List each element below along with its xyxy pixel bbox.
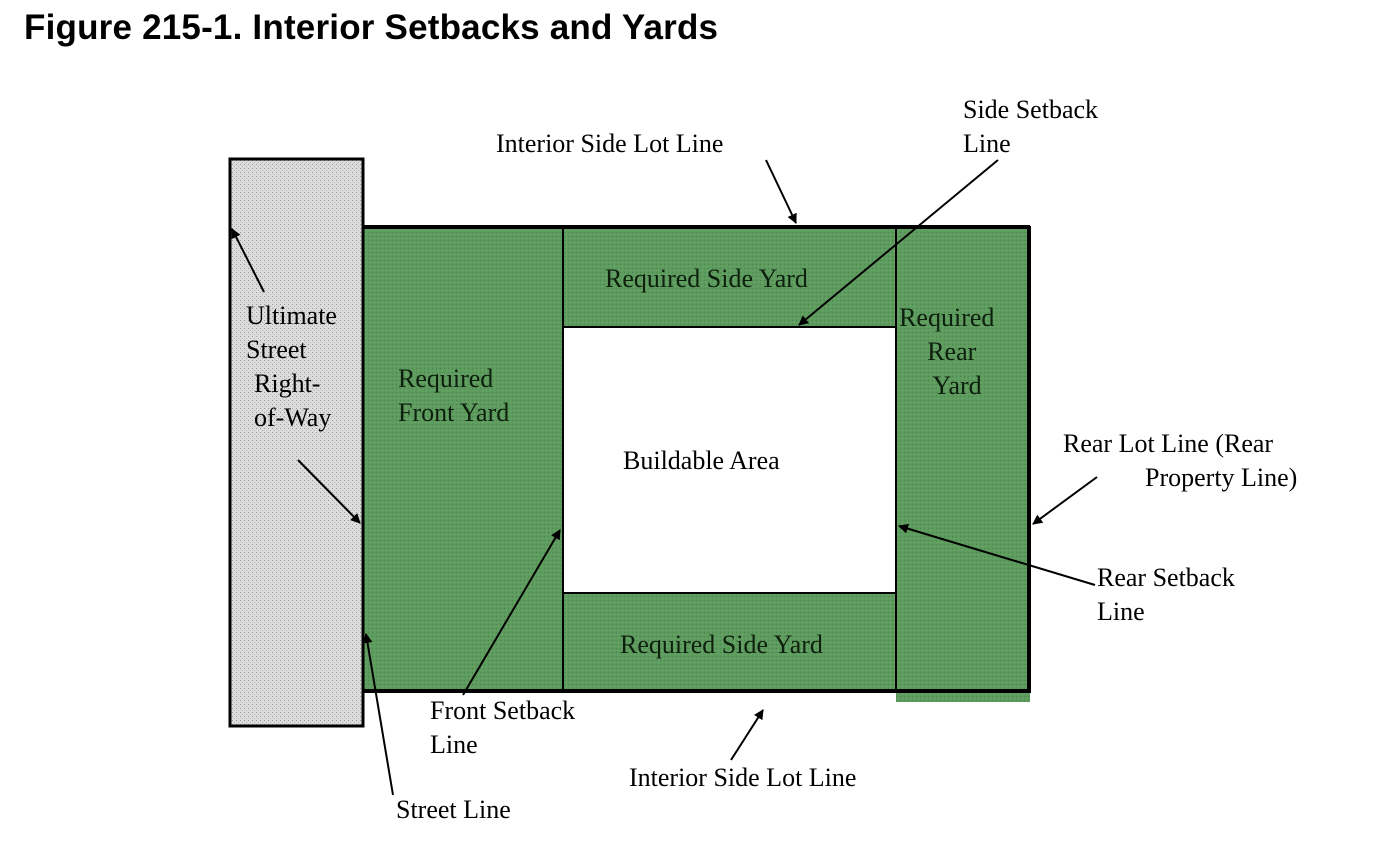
label-side-setback-line-1: Side Setback xyxy=(963,95,1098,124)
label-front-setback-line-1: Front Setback xyxy=(430,696,575,725)
label-ultimate-street-row-3: Right- xyxy=(254,369,320,398)
arrow-interior-side-lot-line-bottom xyxy=(730,709,764,761)
right-of-way-strip xyxy=(228,157,365,728)
buildable-area-box xyxy=(562,326,897,594)
label-ultimate-street-row-2: Street xyxy=(246,335,307,364)
label-ultimate-street-row-4: of-Way xyxy=(254,403,331,432)
rear-yard-overhang xyxy=(896,692,1030,702)
arrow-rear-lot-line xyxy=(1032,476,1098,525)
label-rear-lot-line: Rear Lot Line (Rear Property Line) xyxy=(1063,429,1297,492)
label-buildable-area: Buildable Area xyxy=(623,446,780,475)
label-interior-side-lot-line-bottom: Interior Side Lot Line xyxy=(629,763,856,792)
page-title: Figure 215-1. Interior Setbacks and Yard… xyxy=(24,8,719,47)
label-rear-setback-line-2: Line xyxy=(1097,597,1145,626)
label-street-line: Street Line xyxy=(396,795,511,824)
label-front-setback-line: Front Setback Line xyxy=(430,696,582,759)
label-rear-lot-line-2: Property Line) xyxy=(1145,463,1297,492)
label-required-side-yard-top: Required Side Yard xyxy=(605,264,808,293)
label-rear-setback-line: Rear Setback Line xyxy=(1097,563,1241,626)
arrow-interior-side-lot-line-top xyxy=(765,159,797,224)
label-interior-side-lot-line-top: Interior Side Lot Line xyxy=(496,129,723,158)
arrow-rear-setback-line xyxy=(898,523,1096,586)
label-required-rear-yard-3: Yard xyxy=(932,371,981,400)
label-rear-setback-line-1: Rear Setback xyxy=(1097,563,1235,592)
label-required-side-yard-bottom: Required Side Yard xyxy=(620,630,823,659)
label-rear-lot-line-1: Rear Lot Line (Rear xyxy=(1063,429,1273,458)
label-required-front-yard-1: Required xyxy=(398,364,493,393)
arrow-street-line xyxy=(362,633,394,796)
label-ultimate-street-row: Ultimate Street Right- of-Way xyxy=(246,301,343,432)
label-required-rear-yard-2: Rear xyxy=(927,337,976,366)
arrow-side-setback-line xyxy=(798,159,999,326)
arrow-street-line-upper xyxy=(297,459,361,524)
label-required-front-yard: Required Front Yard xyxy=(398,364,509,427)
label-side-setback-line-2: Line xyxy=(963,129,1011,158)
label-front-setback-line-2: Line xyxy=(430,730,478,759)
label-required-rear-yard-1: Required xyxy=(899,303,994,332)
label-side-setback-line: Side Setback Line xyxy=(963,95,1105,158)
arrow-ultimate-row xyxy=(231,228,265,293)
label-required-rear-yard: Required Rear Yard xyxy=(899,303,1001,400)
label-ultimate-street-row-1: Ultimate xyxy=(246,301,337,330)
arrow-front-setback-line xyxy=(462,529,561,696)
label-required-front-yard-2: Front Yard xyxy=(398,398,509,427)
